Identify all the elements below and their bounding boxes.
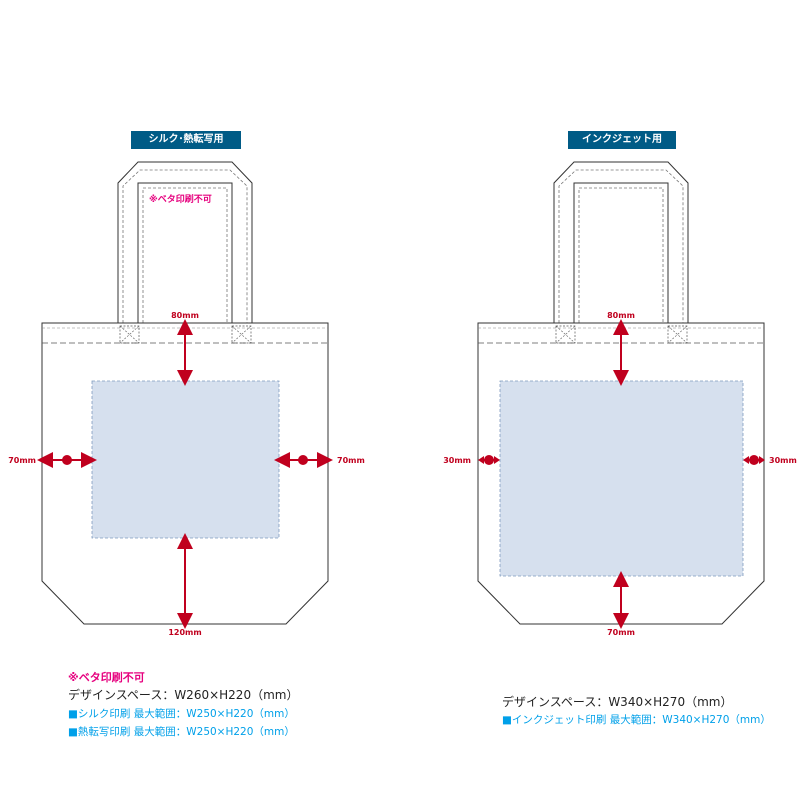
right-bag-top-dim: 80mm bbox=[607, 311, 635, 320]
left-bag-attach-left bbox=[119, 325, 140, 344]
left-note-heat: ■熱転写印刷 最大範囲：W250×H220（mm） bbox=[68, 726, 295, 738]
left-bag-top-dim: 80mm bbox=[171, 311, 199, 320]
right-bag-bottom-dim: 70mm bbox=[607, 628, 635, 637]
left-note-design-space: デザインスペース：W260×H220（mm） bbox=[68, 688, 299, 702]
left-bag: ※ベタ印刷不可 80mm 120mm 70mm 70mm bbox=[8, 161, 365, 637]
right-note-inkjet: ■インクジェット印刷 最大範囲：W340×H270（mm） bbox=[502, 714, 771, 726]
left-bag-handle bbox=[117, 161, 253, 323]
right-bag-handle-inner bbox=[573, 182, 669, 323]
right-bag-right-dim: 30mm bbox=[769, 456, 797, 465]
right-bag-attach-left bbox=[555, 325, 576, 344]
left-note-silk: ■シルク印刷 最大範囲：W250×H220（mm） bbox=[68, 708, 295, 720]
right-bag-handle bbox=[553, 161, 689, 323]
left-note-warning: ※ベタ印刷不可 bbox=[68, 671, 145, 684]
left-bag-no-solid-print: ※ベタ印刷不可 bbox=[149, 193, 212, 205]
right-note-design-space: デザインスペース：W340×H270（mm） bbox=[502, 695, 733, 709]
left-bag-design-area bbox=[91, 380, 280, 539]
badge-inkjet: インクジェット用 bbox=[568, 131, 676, 149]
left-bag-bottom-dim: 120mm bbox=[168, 628, 201, 637]
left-bag-attach-right bbox=[231, 325, 252, 344]
left-bag-left-dim: 70mm bbox=[8, 456, 36, 465]
right-bag: 80mm 70mm 30mm 30mm bbox=[443, 161, 797, 637]
right-bag-attach-right bbox=[667, 325, 688, 344]
right-bag-left-dim: 30mm bbox=[443, 456, 471, 465]
left-bag-handle-inner bbox=[137, 182, 233, 323]
badge-silk-heat: シルク･熱転写用 bbox=[131, 131, 241, 149]
left-bag-right-dim: 70mm bbox=[337, 456, 365, 465]
right-bag-design-area bbox=[499, 380, 744, 577]
